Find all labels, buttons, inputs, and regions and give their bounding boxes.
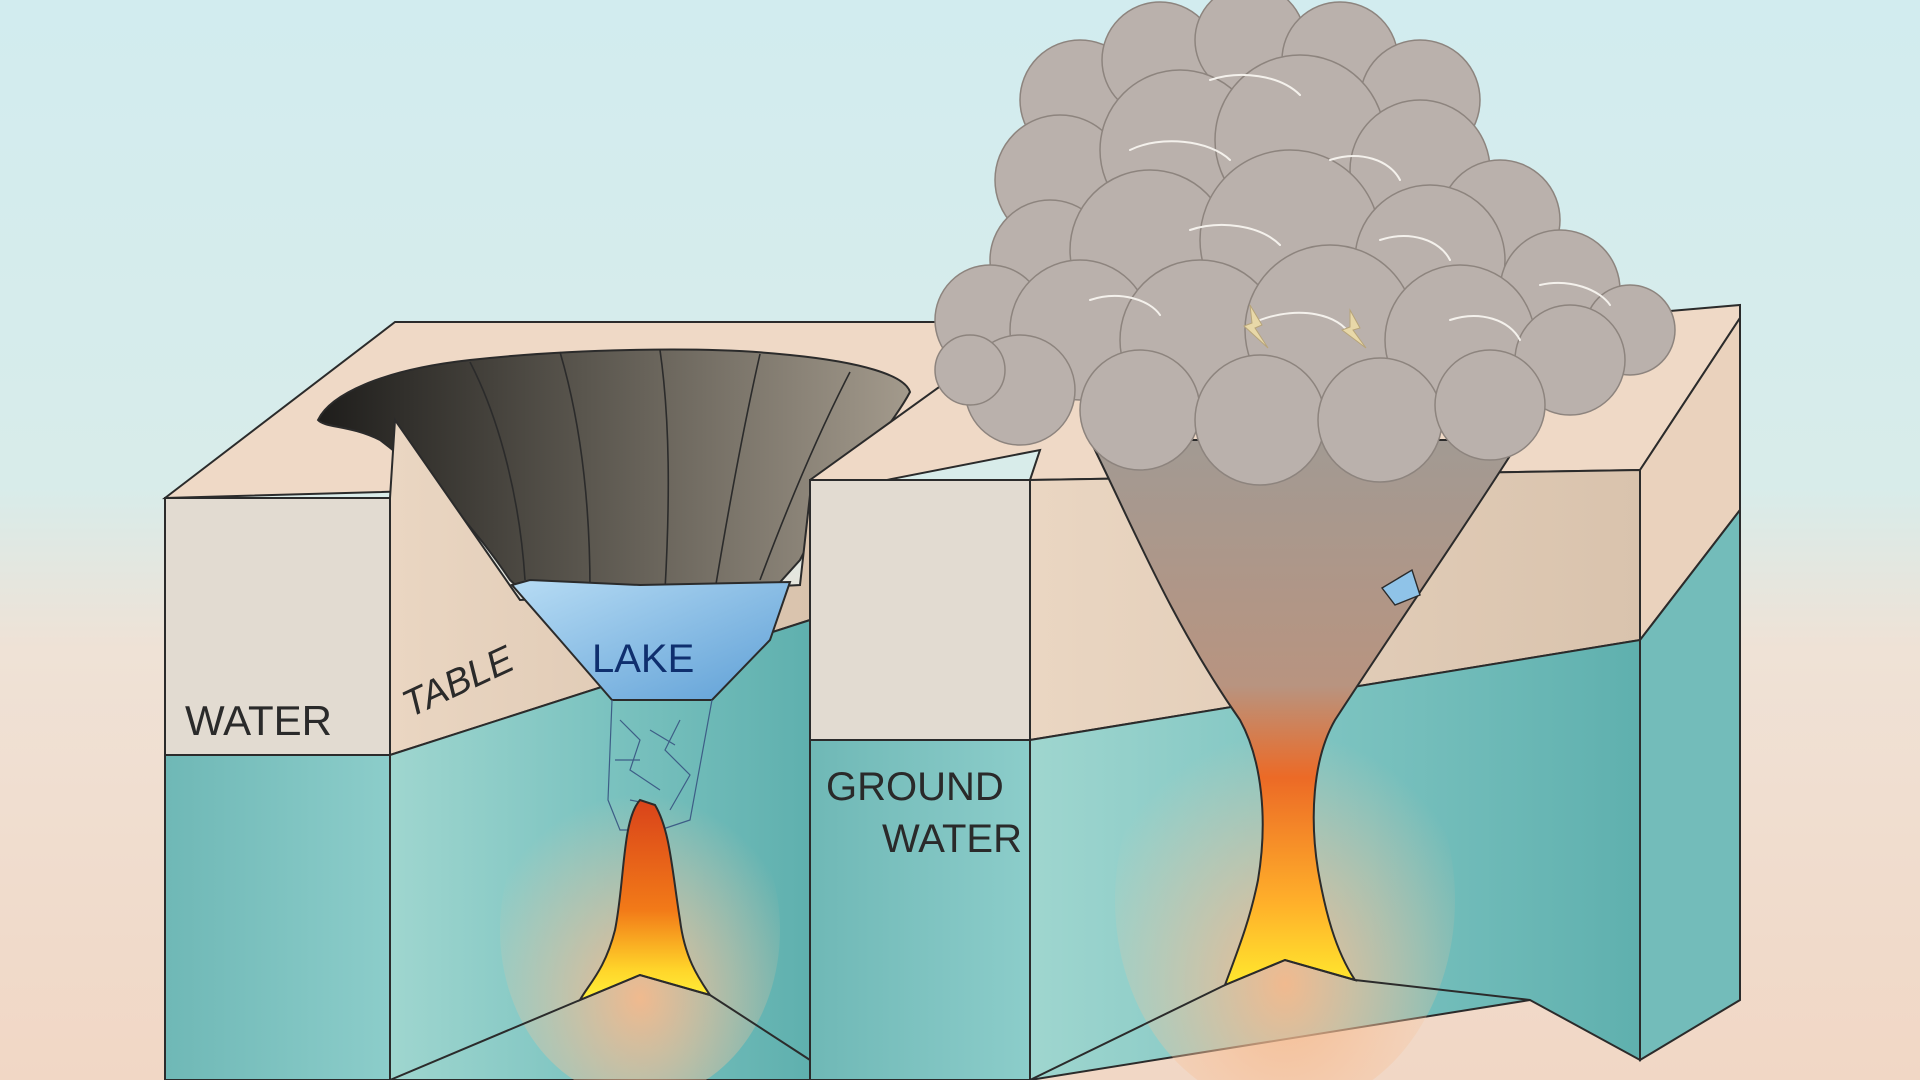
center-front-face-dry (809, 479, 1031, 741)
lightning-bolts (1243, 304, 1367, 349)
left-front-face-wet (164, 754, 391, 1080)
right-notch (1029, 958, 1531, 1080)
ash-cloud (934, 0, 1676, 486)
label-ground: GROUND (826, 765, 1004, 809)
label-lake: LAKE (592, 637, 694, 681)
left-block (161, 321, 1001, 1080)
right-block (809, 303, 1741, 1080)
label-ground-water: WATER (882, 817, 1022, 861)
left-notch (579, 973, 811, 1061)
ash-cloud-highlights (1089, 74, 1611, 341)
far-right-face-wet (1639, 507, 1741, 1062)
center-front-face-wet (809, 739, 1031, 1080)
crater-wall-lines (469, 349, 851, 591)
label-water: WATER (185, 697, 332, 744)
vent-water-pocket (1380, 568, 1421, 606)
left-notch-left (389, 999, 581, 1080)
crater-lake (510, 578, 792, 701)
